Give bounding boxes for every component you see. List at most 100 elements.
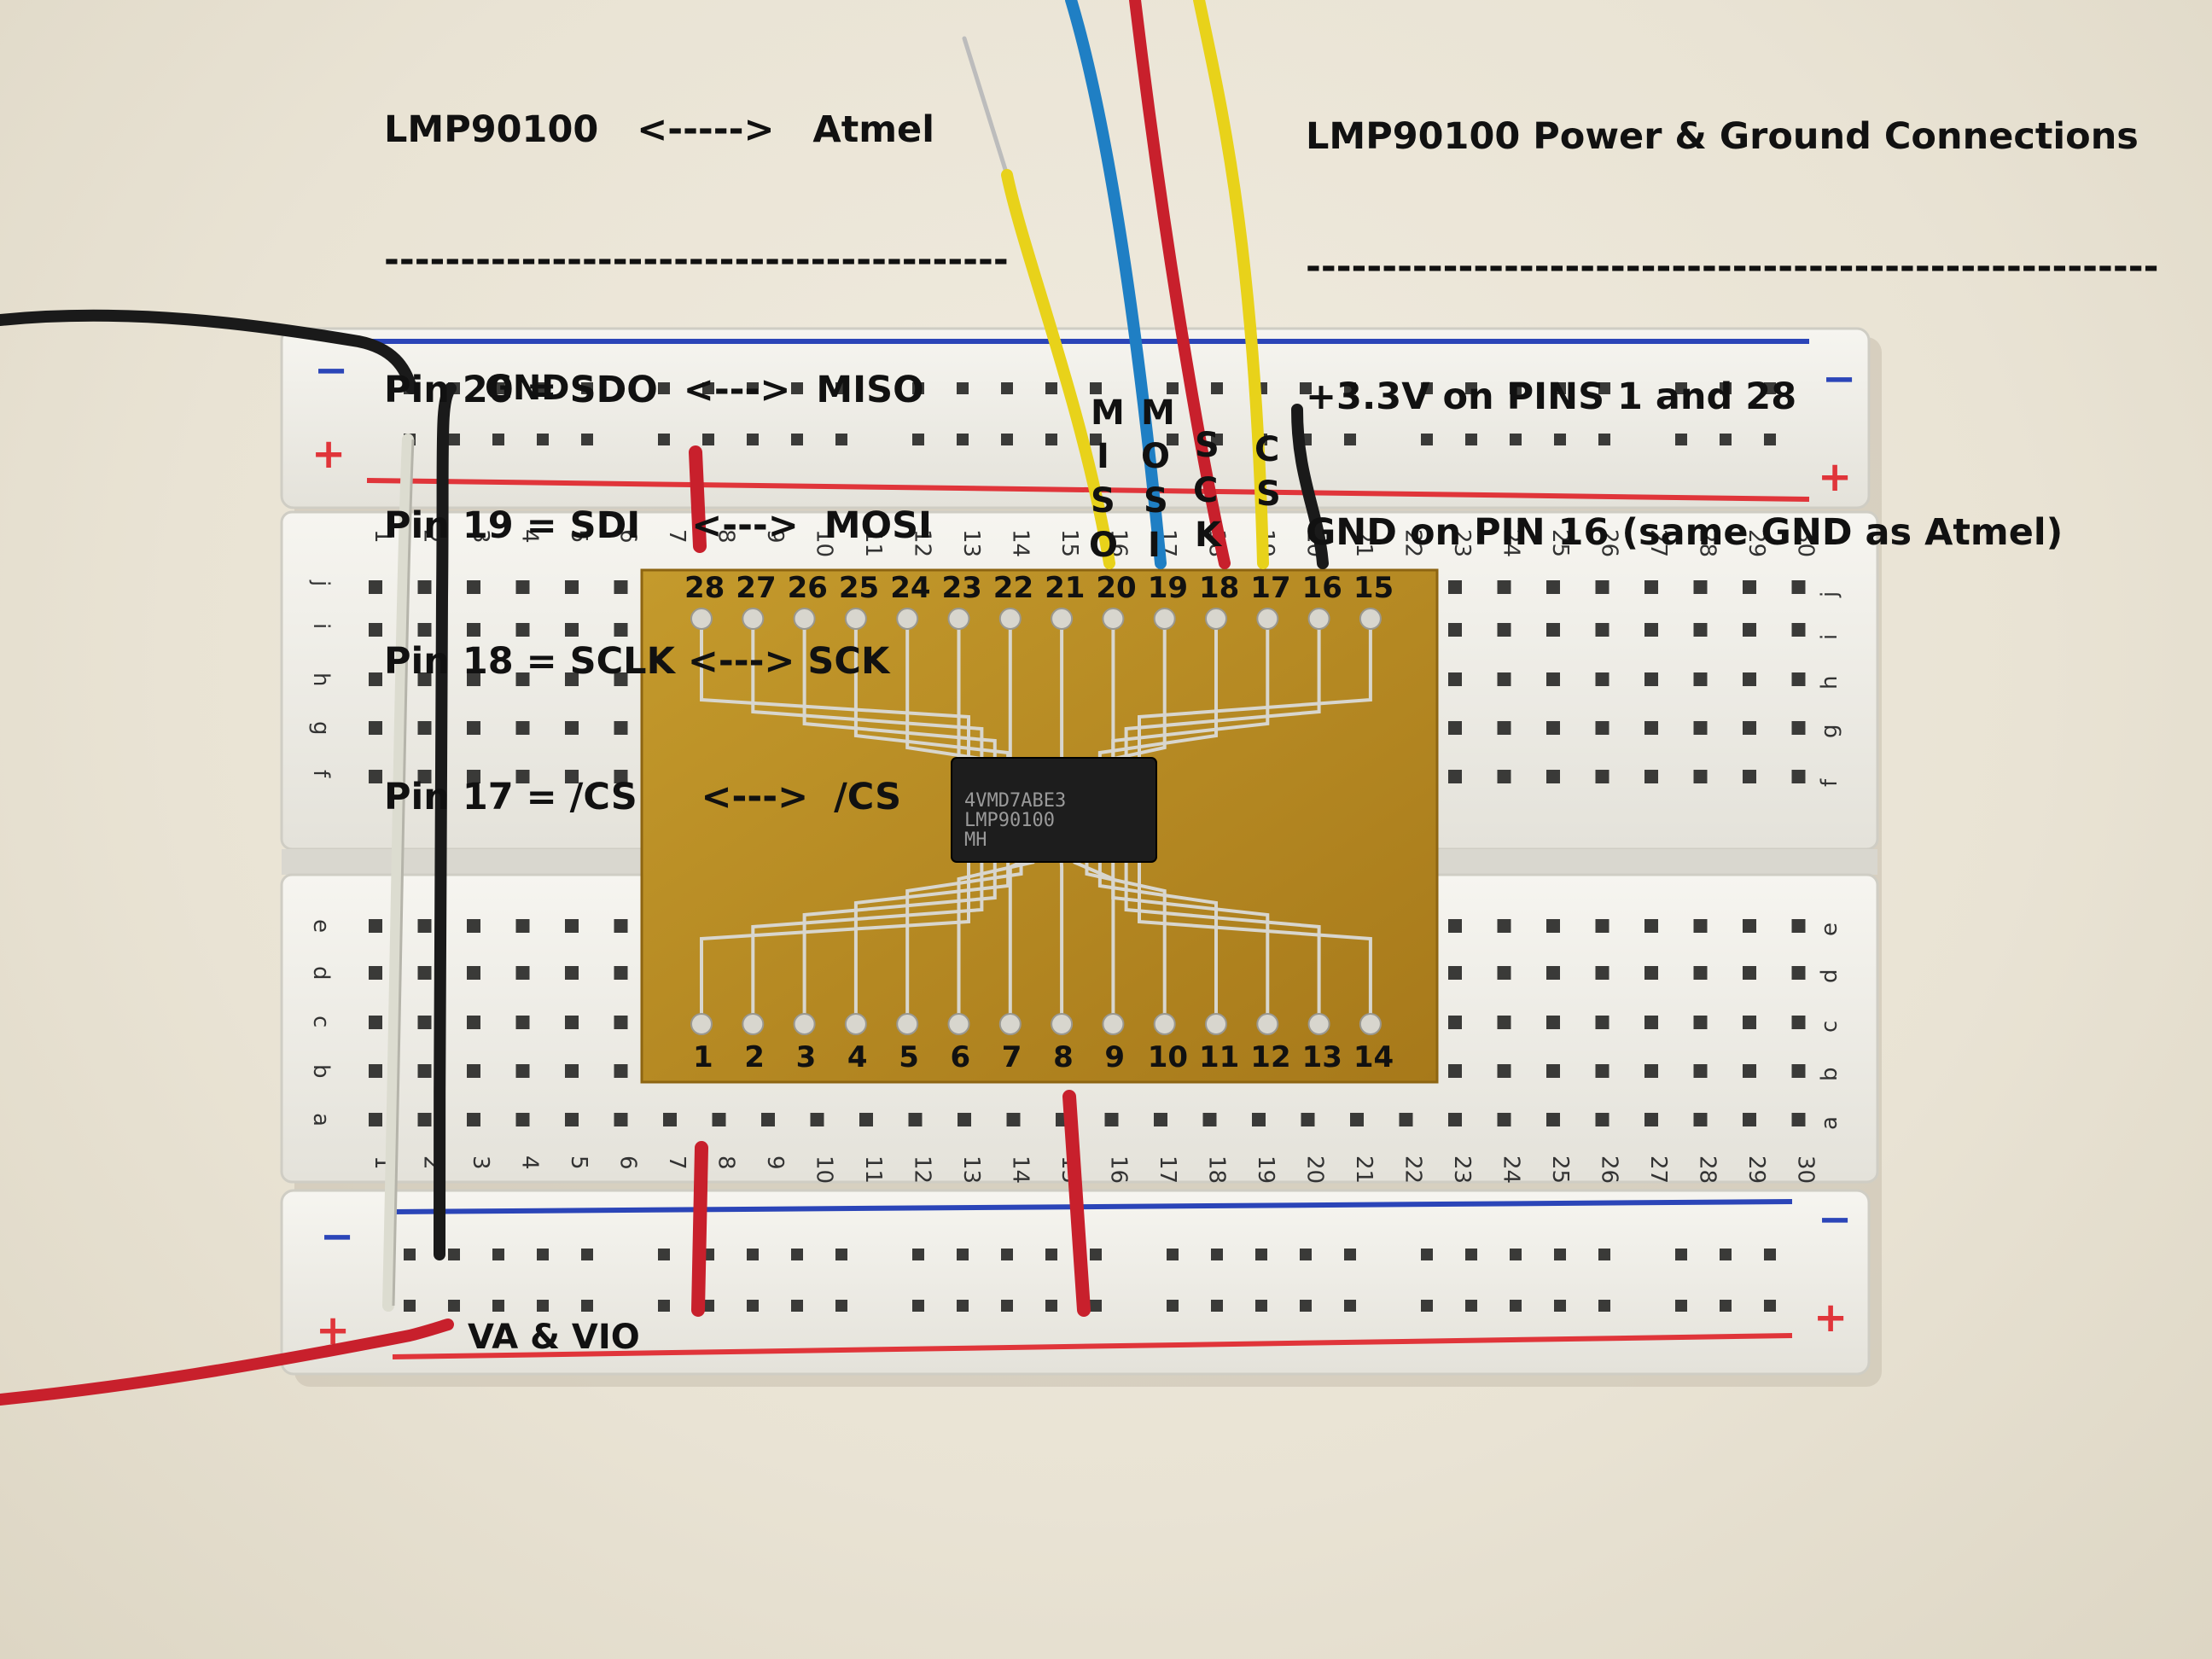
rail-hole bbox=[448, 434, 460, 445]
svg-text:I: I bbox=[1148, 526, 1161, 565]
hole bbox=[1644, 721, 1658, 735]
hole bbox=[417, 919, 432, 933]
hole bbox=[1791, 623, 1806, 637]
rail-hole bbox=[1598, 382, 1610, 394]
hole bbox=[1693, 580, 1708, 594]
hole bbox=[1743, 672, 1756, 686]
column-number-bottom: 9 bbox=[762, 1155, 788, 1170]
column-number-bottom: 10 bbox=[812, 1155, 837, 1184]
hole bbox=[1743, 770, 1756, 783]
rail-hole bbox=[957, 382, 969, 394]
row-letter-left: c bbox=[308, 1016, 334, 1027]
row-letter-right: d bbox=[1817, 969, 1842, 983]
column-number-bottom: 11 bbox=[860, 1155, 886, 1184]
pcb-trace-bottom bbox=[751, 862, 984, 1024]
hole bbox=[369, 672, 382, 686]
rail-hole bbox=[1421, 1249, 1433, 1260]
pcb-pad-bottom bbox=[1359, 1013, 1382, 1035]
rail-hole bbox=[1465, 382, 1477, 394]
hole bbox=[1743, 966, 1756, 980]
note-right-line: GND on PIN 16 (same GND as Atmel) bbox=[1306, 511, 2064, 554]
rail-hole bbox=[747, 1300, 759, 1312]
column-number-top: 5 bbox=[566, 529, 591, 544]
pcb-pad-bottom bbox=[1205, 1013, 1227, 1035]
column-number-top: 29 bbox=[1743, 529, 1769, 557]
rail-hole bbox=[1001, 1249, 1013, 1260]
pcb-pad-bottom bbox=[1153, 1013, 1176, 1035]
hole bbox=[565, 623, 579, 637]
pin-number-top: 25 bbox=[839, 571, 879, 605]
hole bbox=[369, 966, 382, 980]
rail-hole bbox=[537, 382, 549, 394]
hole bbox=[1497, 580, 1511, 594]
hole bbox=[614, 672, 628, 686]
hole bbox=[1546, 580, 1560, 594]
red-jumper-pin28 bbox=[689, 445, 707, 553]
hole bbox=[614, 1064, 628, 1078]
svg-text:M: M bbox=[1141, 393, 1175, 433]
hole bbox=[1448, 580, 1462, 594]
hole bbox=[1595, 1113, 1610, 1126]
hole bbox=[369, 1113, 382, 1126]
row-letter-left: g bbox=[308, 721, 334, 736]
spi-mapping-note: LMP90100 <-----> Atmel -----------------… bbox=[384, 17, 1009, 865]
hole bbox=[1497, 1113, 1511, 1126]
rail-hole bbox=[1598, 434, 1610, 445]
hole bbox=[1791, 1113, 1806, 1126]
rail-hole bbox=[537, 1300, 549, 1312]
column-number-top: 4 bbox=[517, 529, 543, 544]
hole bbox=[1595, 1016, 1610, 1029]
column-number-top: 9 bbox=[762, 529, 788, 544]
pcb-pad-bottom bbox=[793, 1013, 816, 1035]
hole bbox=[417, 1113, 432, 1126]
hole bbox=[663, 1113, 677, 1126]
note-left-line: LMP90100 <-----> Atmel bbox=[384, 108, 934, 151]
pcb-pad-top bbox=[998, 608, 1022, 630]
pcb-pad-bottom bbox=[1256, 1013, 1279, 1035]
note-left-line: Pin 18 = SCLK <---> SCK bbox=[384, 640, 890, 683]
column-number-bottom: 21 bbox=[1351, 1155, 1377, 1184]
pcb-trace-bottom bbox=[905, 862, 1023, 1024]
va-vio-label: VA & VIO bbox=[468, 1318, 640, 1357]
pin-number-top: 21 bbox=[1045, 571, 1085, 605]
hole bbox=[859, 1113, 873, 1126]
rail-hole bbox=[1344, 1300, 1356, 1312]
column-number-top: 21 bbox=[1351, 529, 1377, 557]
pcb-trace-bottom bbox=[1138, 862, 1372, 1024]
pin-number-bottom: 11 bbox=[1199, 1040, 1239, 1074]
hole bbox=[1546, 1113, 1560, 1126]
rail-hole bbox=[537, 1249, 549, 1260]
hole bbox=[1448, 770, 1462, 783]
chip-pin-numbers: 2812722632542452362272182091910181117121… bbox=[684, 571, 1394, 1074]
rail-hole bbox=[1300, 1300, 1312, 1312]
pin-number-top: 19 bbox=[1148, 571, 1188, 605]
hole bbox=[614, 580, 628, 594]
column-number-top: 26 bbox=[1597, 529, 1622, 557]
column-number-bottom: 25 bbox=[1547, 1155, 1573, 1184]
rail-hole bbox=[1465, 1300, 1477, 1312]
pcb-trace-bottom bbox=[853, 862, 1010, 1024]
pcb-pad-bottom bbox=[844, 1013, 867, 1035]
rail-hole bbox=[1554, 1300, 1566, 1312]
pcb-trace-bottom bbox=[1058, 849, 1064, 1024]
rail-hole bbox=[912, 1300, 924, 1312]
hole bbox=[467, 580, 480, 594]
mosi-blue-wire bbox=[1065, 0, 1167, 569]
column-number-top: 27 bbox=[1645, 529, 1671, 557]
pcb-pad-bottom bbox=[690, 1013, 713, 1035]
pcb-pad-bottom bbox=[742, 1013, 765, 1035]
column-number-top: 7 bbox=[664, 529, 690, 544]
pcb-pad-top bbox=[1102, 608, 1125, 630]
hole bbox=[565, 721, 579, 735]
rail-hole bbox=[1764, 1249, 1776, 1260]
hole bbox=[1546, 1016, 1560, 1029]
column-number-bottom: 3 bbox=[468, 1155, 493, 1170]
top-red-rail-line bbox=[366, 478, 1810, 502]
row-letter-right: f bbox=[1817, 778, 1842, 787]
miso-wire-bare-tip bbox=[962, 36, 1010, 178]
column-number-bottom: 13 bbox=[958, 1155, 984, 1184]
hole bbox=[1693, 1016, 1708, 1029]
hole bbox=[1497, 623, 1511, 637]
hole bbox=[1644, 770, 1658, 783]
top-right-minus: − bbox=[1822, 355, 1856, 403]
